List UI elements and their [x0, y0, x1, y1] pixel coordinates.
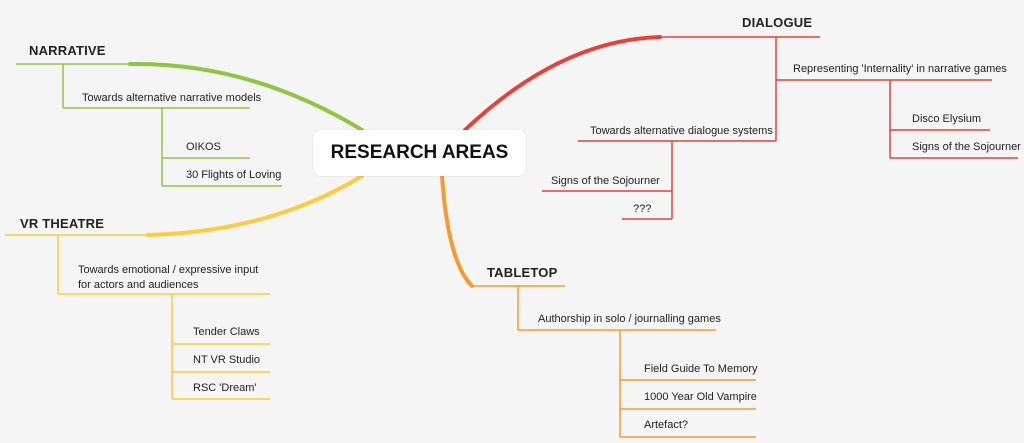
narrative-item-oikos[interactable]: OIKOS	[186, 141, 221, 153]
dialogue-links	[542, 36, 1018, 220]
narrative-models-subtopic[interactable]: Towards alternative narrative models	[82, 92, 262, 104]
narrative-links	[16, 63, 282, 187]
vr-input-subtopic[interactable]: Towards emotional / expressive input for…	[78, 264, 259, 291]
tabletop-branch	[440, 174, 474, 288]
dialogue-item-signs-sojourner-b[interactable]: Signs of the Sojourner	[551, 175, 660, 187]
vr-theatre-links	[5, 234, 270, 400]
dialogue-internality-subtopic[interactable]: Representing 'Internality' in narrative …	[793, 63, 1007, 75]
tabletop-authorship-subtopic[interactable]: Authorship in solo / journalling games	[538, 313, 721, 325]
vr-item-rsc-dream[interactable]: RSC 'Dream'	[193, 382, 257, 394]
narrative-item-30-flights[interactable]: 30 Flights of Loving	[186, 169, 282, 181]
tabletop-item-artefact[interactable]: Artefact?	[644, 419, 689, 431]
dialogue-topic[interactable]: DIALOGUE	[742, 15, 813, 30]
dialogue-item-signs-sojourner-a[interactable]: Signs of the Sojourner	[912, 141, 1021, 153]
vr-theatre-topic[interactable]: VR THEATRE	[20, 216, 105, 231]
tabletop-links	[472, 285, 756, 438]
vr-item-nt-vr-studio[interactable]: NT VR Studio	[193, 354, 261, 366]
dialogue-branch	[463, 35, 662, 132]
dialogue-item-unknown[interactable]: ???	[633, 203, 652, 215]
dialogue-systems-subtopic[interactable]: Towards alternative dialogue systems	[590, 125, 773, 137]
central-topic[interactable]: RESEARCH AREAS	[313, 130, 526, 176]
tabletop-item-1000-year-vampire[interactable]: 1000 Year Old Vampire	[644, 391, 757, 403]
narrative-topic[interactable]: NARRATIVE	[29, 43, 106, 58]
narrative-branch	[128, 61, 364, 132]
dialogue-item-disco-elysium[interactable]: Disco Elysium	[912, 113, 982, 125]
vr-item-tender-claws[interactable]: Tender Claws	[193, 326, 260, 338]
tabletop-item-field-guide[interactable]: Field Guide To Memory	[644, 363, 758, 375]
vr-theatre-branch	[146, 174, 364, 237]
tabletop-topic[interactable]: TABLETOP	[487, 265, 558, 280]
